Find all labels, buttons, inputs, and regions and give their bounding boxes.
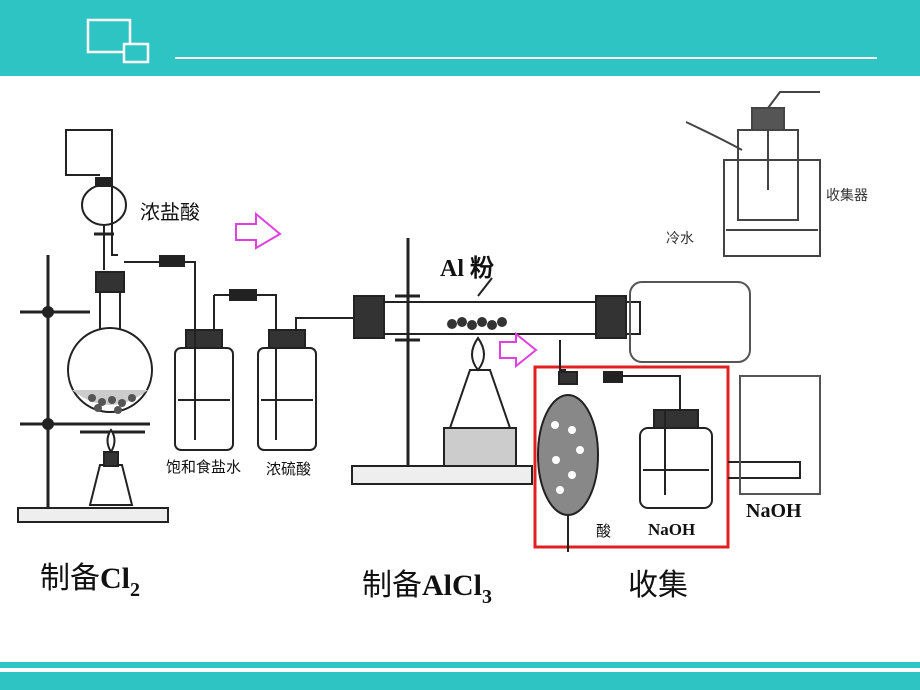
condenser-jacket bbox=[629, 281, 751, 363]
label-saturated-nacl: 饱和食盐水 bbox=[166, 458, 242, 476]
label-collector: 收集器 bbox=[826, 188, 868, 204]
caption-prep-alcl3: 制备AlCl3 bbox=[362, 560, 492, 609]
naoh-beaker bbox=[739, 375, 821, 495]
caption-prep-alcl3-sub: 3 bbox=[482, 586, 492, 608]
footer-stripe-1 bbox=[0, 662, 920, 668]
separatory-funnel bbox=[81, 184, 127, 226]
caption-prep-alcl3-prefix: 制备 bbox=[362, 568, 422, 603]
drying-tube bbox=[537, 394, 599, 516]
caption-prep-cl2-sub: 2 bbox=[130, 579, 140, 601]
round-bottom-flask bbox=[67, 327, 153, 413]
label-conc-hcl: 浓盐酸 bbox=[140, 200, 200, 224]
caption-prep-alcl3-formula: AlCl bbox=[422, 569, 482, 602]
highlight-box bbox=[533, 365, 730, 549]
caption-prep-cl2: 制备Cl2 bbox=[40, 553, 140, 602]
label-acid-partial: 酸 bbox=[596, 522, 612, 540]
label-conc-h2so4: 浓硫酸 bbox=[266, 460, 312, 478]
label-naoh-2: NaOH bbox=[746, 500, 802, 522]
flow-arrow-1 bbox=[235, 211, 282, 250]
header-bar bbox=[0, 0, 920, 76]
caption-prep-cl2-prefix: 制备 bbox=[40, 561, 100, 596]
stand-base-2 bbox=[351, 465, 533, 485]
label-naoh-1: NaOH bbox=[648, 520, 696, 539]
caption-collect: 收集 bbox=[628, 568, 688, 603]
label-cold-water: 冷水 bbox=[666, 231, 694, 247]
collector-inset bbox=[685, 91, 821, 257]
slide-logo-icon bbox=[86, 18, 150, 64]
label-al-powder: Al 粉 bbox=[440, 256, 494, 282]
header-divider bbox=[175, 57, 877, 59]
naoh-absorption-bottle bbox=[639, 427, 713, 509]
stand-base-1 bbox=[17, 507, 169, 523]
caption-prep-cl2-formula: Cl bbox=[100, 562, 130, 595]
footer-stripe-2 bbox=[0, 672, 920, 690]
flow-arrow-2 bbox=[499, 331, 538, 369]
alcohol-lamp bbox=[88, 464, 134, 506]
